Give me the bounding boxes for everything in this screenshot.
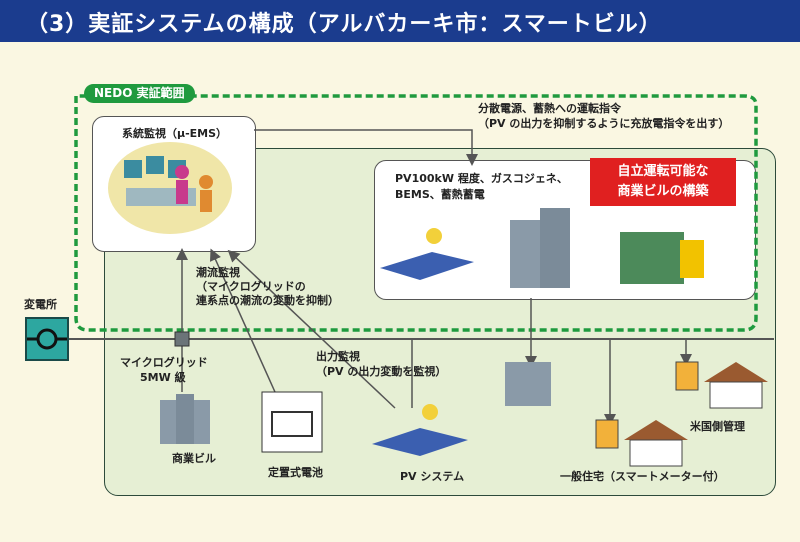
us-side-label: 米国側管理 — [690, 420, 745, 433]
microgrid-line2: 5MW 級 — [140, 371, 186, 384]
pv-system-label: PV システム — [400, 470, 465, 483]
flow-monitor-line1: 潮流監視 — [196, 266, 240, 279]
microgrid-line1: マイクログリッド — [120, 356, 208, 369]
flow-monitor-line3: 連系点の潮流の変動を抑制） — [196, 294, 339, 307]
instruction-line1: 分散電源、蓄熱への運転指令 — [478, 102, 621, 115]
output-monitor-line2: （PV の出力変動を監視） — [316, 365, 447, 378]
building-systems-line1: PV100kW 程度、ガスコジェネ、 — [395, 172, 568, 185]
instruction-line2: （PV の出力を抑制するように充放電指令を出す） — [478, 117, 730, 130]
house-label: 一般住宅（スマートメーター付） — [560, 470, 725, 483]
commercial-building-label: 商業ビル — [172, 452, 216, 465]
ems-label: 系統監視（μ-EMS） — [122, 127, 228, 140]
substation-label: 変電所 — [24, 298, 57, 311]
building-systems-line2: BEMS、蓄熱蓄電 — [395, 188, 485, 201]
page-title: （3）実証システムの構成（アルバカーキ市：スマートビル） — [26, 12, 662, 37]
battery-label: 定置式電池 — [268, 466, 323, 479]
nedo-boundary — [74, 94, 758, 332]
title-bar: （3）実証システムの構成（アルバカーキ市：スマートビル） — [0, 0, 800, 42]
flow-monitor-line2: （マイクログリッドの — [196, 280, 306, 293]
substation-icon — [25, 317, 69, 361]
output-monitor-line1: 出力監視 — [316, 350, 360, 363]
highlight-box: 自立運転可能な 商業ビルの構築 — [590, 158, 736, 206]
nedo-scope-badge: NEDO 実証範囲 — [84, 84, 195, 103]
highlight-line1: 自立運転可能な — [617, 164, 709, 179]
highlight-line2: 商業ビルの構築 — [617, 184, 709, 199]
